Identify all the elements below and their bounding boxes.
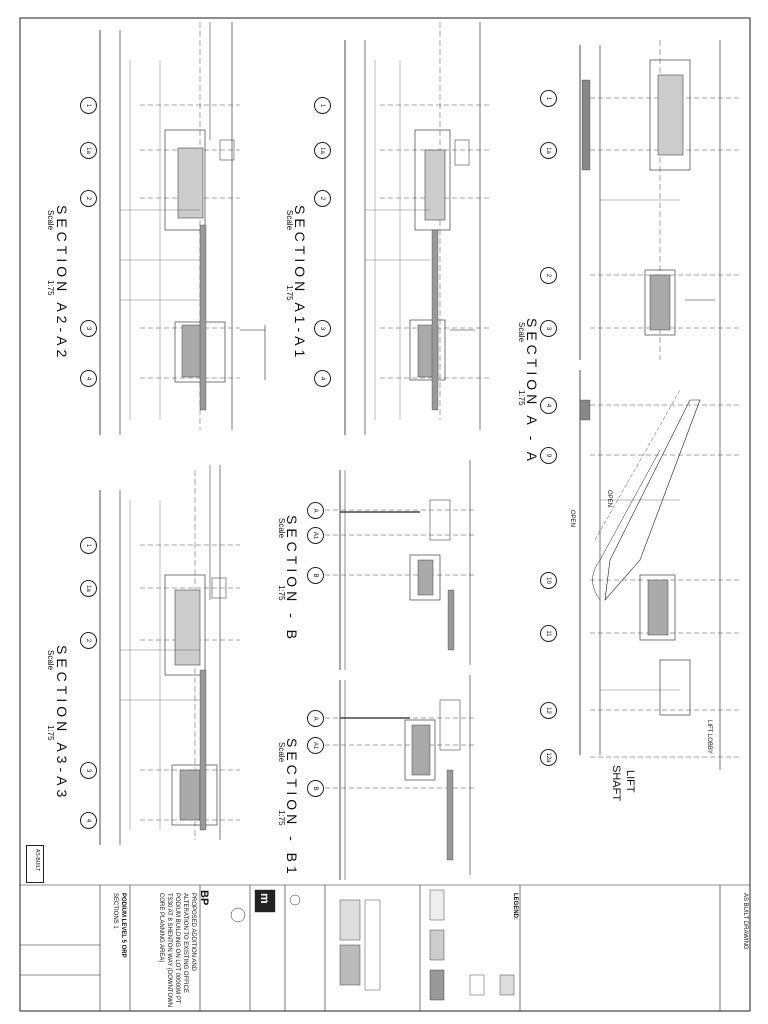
section-a1-drawing — [344, 22, 490, 435]
grid-bubble-aa: 3 — [540, 320, 557, 337]
architect-logo: BP — [198, 890, 210, 906]
section-a3-scale-label: Scale — [46, 650, 55, 671]
section-a3-drawing — [99, 465, 240, 845]
section-aa-title: SECTION A - A — [524, 318, 540, 465]
section-b-scale: 1:75 — [277, 585, 286, 601]
open-label-2: OPEN — [569, 510, 575, 528]
section-b1-scale-label: Scale — [277, 742, 286, 763]
grid-bubble-a1: 2 — [314, 190, 331, 207]
grid-bubble-aa: 12a — [540, 749, 557, 766]
grid-bubble-aa: 2 — [540, 267, 557, 284]
grid-bubble-a1: 1 — [314, 97, 331, 114]
title-block-frame — [20, 884, 750, 1011]
section-a1-scale-label: Scale — [285, 210, 294, 231]
project-title-5: CORE PLANNING AREA) — [158, 893, 164, 963]
grid-bubble-a2: 4 — [80, 370, 97, 387]
grid-bubble-a3: 4 — [80, 812, 97, 829]
section-a1-title: SECTION A1-A1 — [292, 205, 308, 362]
grid-bubble-a3: 2 — [80, 632, 97, 649]
drawing-title-1: PODIUM LEVEL 5 ORP — [120, 893, 126, 958]
as-built-stamp-text: AS-BUILT — [34, 849, 40, 872]
section-b-drawing — [325, 460, 475, 670]
section-aa-scale: 1:75 — [517, 390, 526, 406]
section-b1-drawing — [325, 675, 475, 880]
project-title-2: ALTERATION TO EXISTING OFFICE — [182, 893, 188, 993]
section-b1-title: SECTION - B1 — [284, 738, 300, 878]
section-a2-scale-label: Scale — [46, 210, 55, 231]
grid-bubble-a1: 3 — [314, 320, 331, 337]
grid-bubble-a2: 1 — [80, 97, 97, 114]
section-aa-drawing — [579, 40, 740, 770]
section-a3-scale: 1:75 — [46, 725, 55, 741]
project-title-4: TS30 AT 8 SHENTON WAY (DOWNTOWN — [166, 893, 172, 1008]
drawing-title-2: SECTIONS 1 — [112, 893, 118, 929]
grid-bubble-aa: 11 — [540, 625, 557, 642]
grid-bubble-a2: 3 — [80, 320, 97, 337]
grid-bubble-aa: 9 — [540, 447, 557, 464]
engineer-logo: m — [258, 893, 272, 904]
lift-shaft-label-2: SHAFT — [610, 765, 622, 802]
section-a2-scale: 1:75 — [46, 280, 55, 296]
grid-bubble-b1: B — [307, 780, 324, 797]
grid-bubble-a3: 1a — [80, 580, 97, 597]
grid-bubble-b: A1 — [307, 527, 324, 544]
project-title-3: PODIUM BUILDING ON LOT 00000M PT — [174, 893, 180, 1004]
grid-bubble-aa: 4 — [540, 397, 557, 414]
lift-shaft-label-1: LIFT — [624, 770, 636, 793]
grid-bubble-aa: 12 — [540, 702, 557, 719]
section-a2-drawing — [99, 22, 266, 435]
grid-bubble-a2: 2 — [80, 190, 97, 207]
legend-label: LEGEND: — [512, 893, 518, 920]
project-title-1: PROPOSED ADDITION AND — [190, 893, 196, 972]
as-built-stamp: AS-BUILT — [26, 845, 44, 883]
section-a2-title: SECTION A2-A2 — [54, 205, 70, 362]
grid-bubble-b1: A — [307, 710, 324, 727]
grid-bubble-a1: 4 — [314, 370, 331, 387]
as-built-drawing-label: AS BUILT DRAWING — [742, 893, 748, 950]
grid-bubble-b1: A1 — [307, 737, 324, 754]
grid-bubble-aa: 10 — [540, 572, 557, 589]
lift-lobby-label: LIFT LOBBY — [706, 720, 712, 754]
grid-bubble-a1: 1a — [314, 142, 331, 159]
grid-bubble-b: B — [307, 567, 324, 584]
grid-bubble-a2: 1a — [80, 142, 97, 159]
grid-bubble-b: A — [307, 502, 324, 519]
grid-bubble-a3: 1 — [80, 537, 97, 554]
section-a1-scale: 1:75 — [285, 285, 294, 301]
sheet-border — [19, 17, 751, 1012]
open-label-1: OPEN — [606, 490, 612, 508]
section-aa-scale-label: Scale — [517, 322, 526, 343]
grid-bubble-aa: 1 — [540, 90, 557, 107]
section-b-scale-label: Scale — [277, 518, 286, 539]
grid-bubble-aa: 1a — [540, 142, 557, 159]
grid-bubble-a3: 3 — [80, 762, 97, 779]
section-b-title: SECTION - B — [284, 515, 300, 644]
section-b1-scale: 1:75 — [277, 810, 286, 826]
section-a3-title: SECTION A3-A3 — [54, 645, 70, 802]
